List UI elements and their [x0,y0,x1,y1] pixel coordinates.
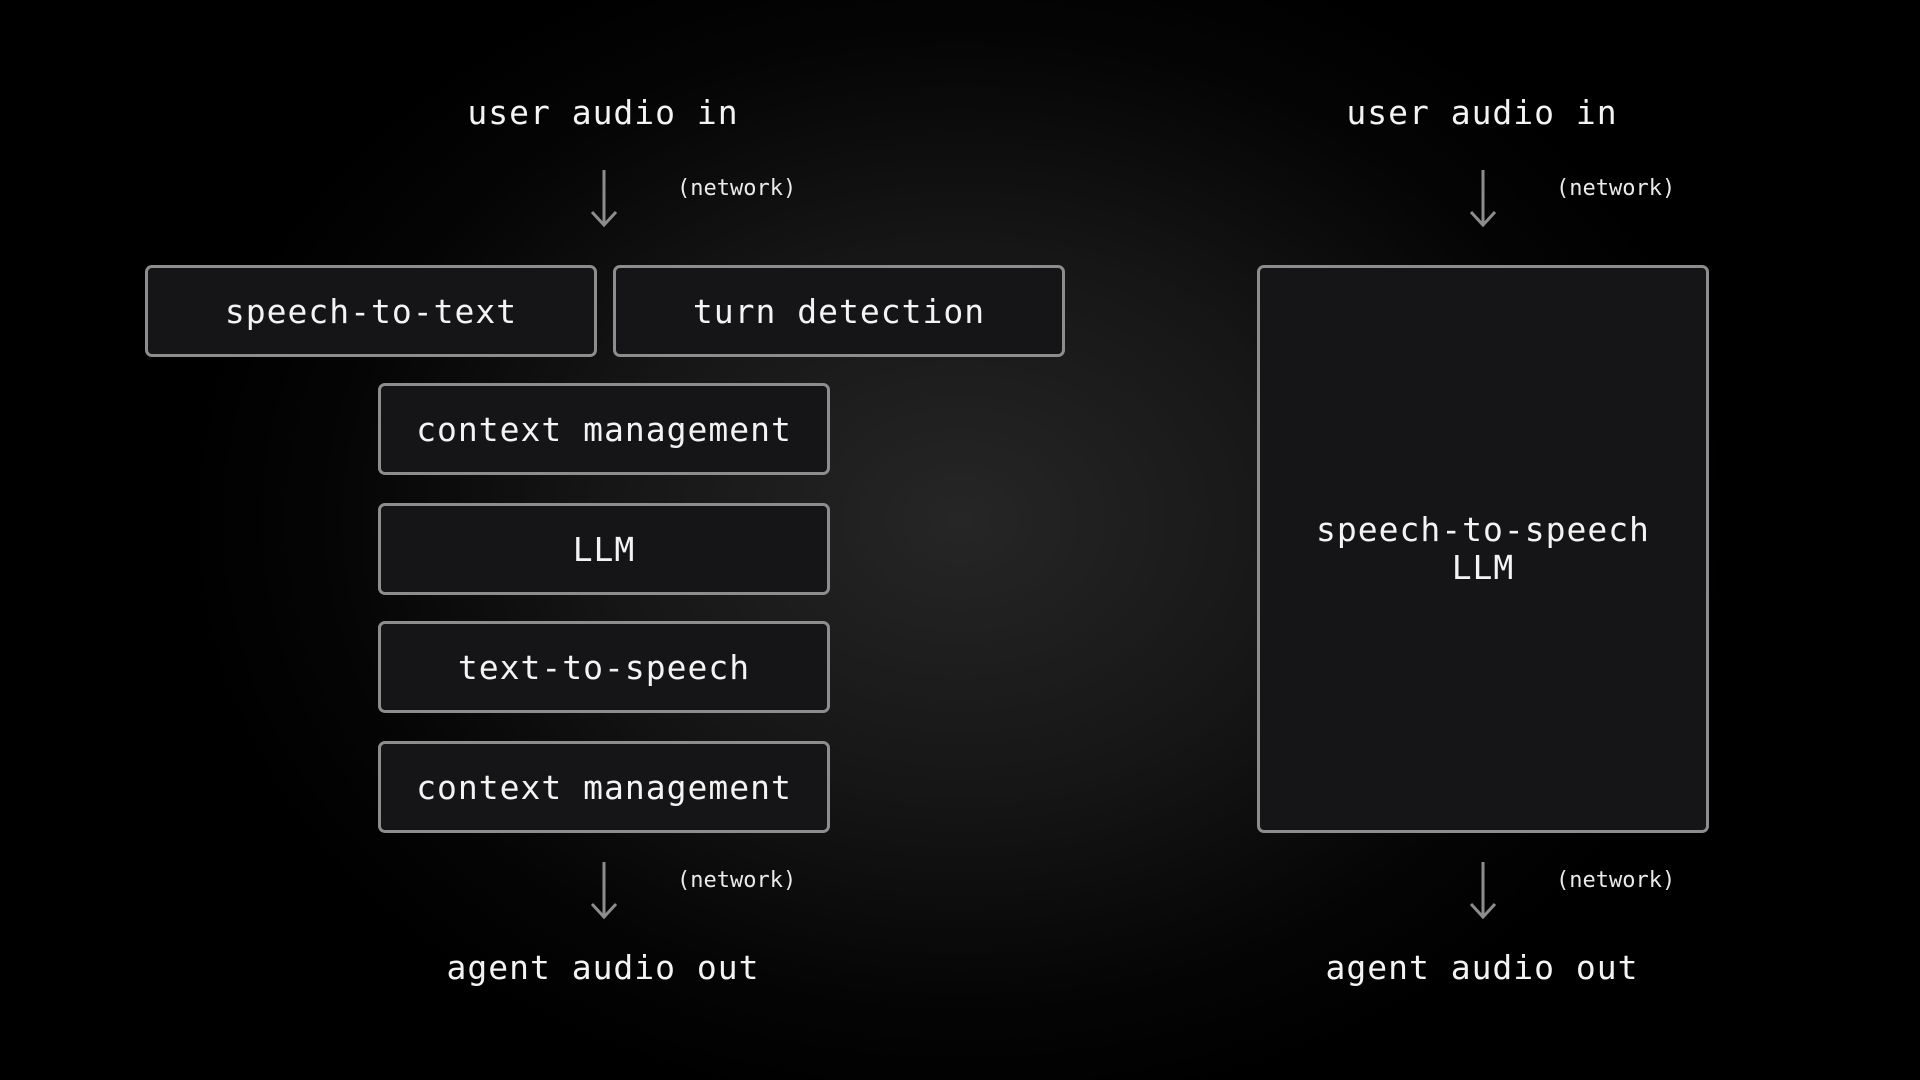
speech-to-speech-llm-label: LLM [1451,548,1515,587]
left-input-network-label: (network) [677,176,797,201]
context-management-label-1: context management [416,409,792,449]
down-arrow-icon [590,862,618,920]
speech-to-speech-llm-box: speech-to-speech LLM [1257,265,1709,833]
down-arrow-icon [1469,170,1497,228]
llm-label: LLM [572,529,636,569]
speech-to-speech-label: speech-to-speech [1316,510,1650,549]
right-output-label: agent audio out [1325,948,1639,987]
speech-to-text-label: speech-to-text [224,291,518,331]
turn-detection-box: turn detection [613,265,1065,357]
context-management-box-1: context management [378,383,830,475]
right-input-label: user audio in [1346,93,1618,132]
text-to-speech-box: text-to-speech [378,621,830,713]
left-output-network-label: (network) [677,868,797,893]
speech-to-text-box: speech-to-text [145,265,597,357]
turn-detection-label: turn detection [692,291,986,331]
left-input-label: user audio in [467,93,739,132]
right-output-network-label: (network) [1556,868,1676,893]
text-to-speech-label: text-to-speech [457,647,751,687]
context-management-label-2: context management [416,767,792,807]
right-input-network-label: (network) [1556,176,1676,201]
context-management-box-2: context management [378,741,830,833]
llm-box: LLM [378,503,830,595]
down-arrow-icon [1469,862,1497,920]
left-output-label: agent audio out [446,948,760,987]
down-arrow-icon [590,170,618,228]
